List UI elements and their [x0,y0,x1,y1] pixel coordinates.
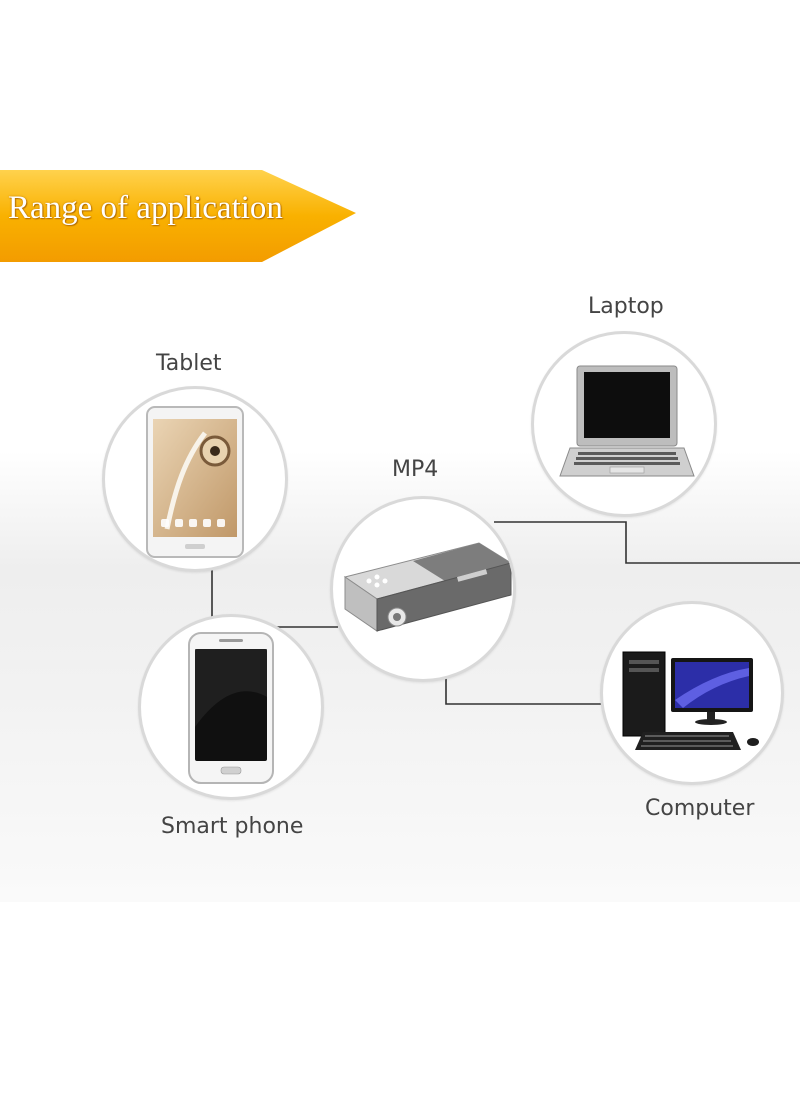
section-banner [0,170,360,262]
computer-label: Computer [645,796,755,821]
smartphone-label: Smart phone [161,814,304,839]
mp4-circle[interactable] [330,496,516,682]
mp4-label: MP4 [392,457,439,482]
connector-mp4-laptop [494,521,800,564]
tablet-label: Tablet [156,351,222,376]
mp4-projector-icon [343,542,513,632]
tablet-icon [146,406,244,558]
banner-title: Range of application [8,190,283,226]
laptop-icon [559,365,695,477]
computer-circle[interactable] [600,601,784,785]
laptop-circle[interactable] [531,331,717,517]
laptop-label: Laptop [588,294,664,319]
smartphone-icon [188,632,274,784]
tablet-circle[interactable] [102,386,288,572]
connector-mp4-computer [445,672,604,705]
smartphone-circle[interactable] [138,614,324,800]
connector-lines [211,521,800,705]
banner-arrow-shape [0,170,356,262]
desktop-computer-icon [622,651,759,750]
